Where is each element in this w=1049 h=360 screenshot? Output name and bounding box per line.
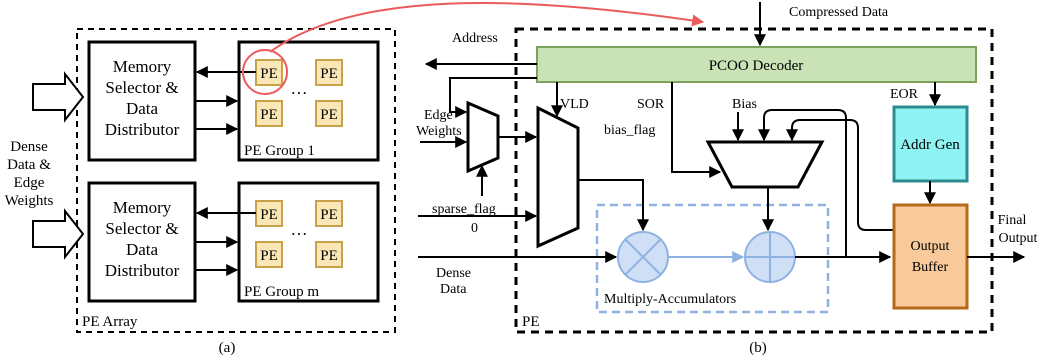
small-mux [466, 100, 500, 174]
pe-array-border [76, 28, 396, 333]
pe-group-1-label: PE Group 1 [244, 143, 315, 159]
pe-border [514, 27, 994, 334]
input-label-line-4: Weights [5, 193, 54, 209]
buffer-feedback-path [786, 119, 893, 231]
pe-cell-groupm-1-0 [255, 241, 283, 268]
pe-cell-label: PE [260, 107, 278, 123]
pe-group-m-label: PE Group m [244, 284, 319, 300]
edge-weights-line-1: Edge [424, 108, 453, 123]
pe-cell-label: PE [320, 107, 338, 123]
compressed-data-label: Compressed Data [789, 5, 889, 20]
pe-group-m-ellipsis: … [291, 220, 308, 239]
memory-selector-2-line-4: Distributor [105, 261, 180, 280]
sor-to-bias-mux-path [671, 82, 722, 178]
pe-cell-group1-1-0 [255, 100, 283, 127]
zero-label: 0 [471, 221, 478, 236]
decoder-to-mux-path [449, 77, 537, 118]
pe-cell-label: PE [320, 66, 338, 82]
pe-cell-label: PE [260, 248, 278, 264]
panel-b: PE Compressed Data PCOO Decoder Address … [416, 2, 1038, 356]
pe-cell-label: PE [320, 207, 338, 223]
output-buffer [892, 203, 969, 310]
memory-selector-1 [87, 40, 197, 162]
pe-cells: PE PE PE PE PE PE PE PE [255, 59, 343, 268]
memory-selector-2 [87, 181, 197, 303]
pe-cell-label: PE [320, 248, 338, 264]
input-block-arrow-bottom [32, 208, 85, 260]
input-label-line-3: Edge [14, 175, 45, 191]
input-label-line-1: Dense [10, 139, 48, 155]
sor-label: SOR [637, 97, 665, 112]
big-mux [536, 105, 580, 249]
memory-selector-1-line-3: Data [126, 99, 159, 118]
zoom-in-arrow [269, 1, 705, 53]
mac-group-label: Multiply-Accumulators [604, 292, 736, 307]
output-buffer-line-1: Output [911, 239, 950, 254]
pe-label: PE [522, 314, 540, 330]
pcoo-decoder-label: PCOO Decoder [709, 58, 804, 74]
final-output-line-2: Output [999, 231, 1038, 246]
highlighted-pe-circle [242, 49, 288, 95]
memory-selector-1-line-1: Memory [113, 57, 172, 76]
bias-mux [705, 140, 825, 189]
pe-cell-label: PE [260, 66, 278, 82]
pe-cell-label: PE [260, 207, 278, 223]
pe-array-label: PE Array [82, 314, 138, 330]
pe-cell-groupm-1-1 [315, 241, 343, 268]
caption-b: (b) [749, 340, 767, 356]
addr-gen-label: Addr Gen [900, 137, 960, 153]
multiplier-x-2 [624, 238, 662, 276]
pe-cell-group1-0-1 [315, 59, 343, 86]
pe-cell-group1-1-1 [315, 100, 343, 127]
bias-flag-label: bias_flag [604, 123, 655, 138]
memory-selector-2-line-3: Data [126, 240, 159, 259]
accumulate-feedback-path [758, 109, 847, 257]
bias-label: Bias [732, 97, 757, 112]
output-buffer-line-2: Buffer [912, 260, 949, 275]
mux-to-multiplier-path [578, 179, 649, 232]
memory-selector-1-line-2: Selector & [105, 78, 178, 97]
sparse-flag-label: sparse_flag [432, 202, 496, 217]
dense-data-line-2: Data [440, 282, 467, 297]
dense-data-line-1: Dense [436, 266, 471, 281]
eor-label: EOR [890, 87, 919, 102]
edge-weights-line-2: Weights [416, 124, 462, 139]
address-label: Address [452, 31, 498, 46]
final-output-line-1: Final [998, 213, 1027, 228]
panel-a: PE Array Dense Data & Edge Weights Memor… [5, 28, 396, 356]
pe-cell-groupm-0-1 [315, 200, 343, 227]
memory-selector-2-line-1: Memory [113, 198, 172, 217]
pe-group-1-ellipsis: … [291, 79, 308, 98]
caption-a: (a) [219, 340, 236, 356]
input-block-arrow-top [32, 71, 85, 123]
input-label-line-2: Data & [7, 157, 51, 173]
memory-selector-1-line-4: Distributor [105, 120, 180, 139]
vld-label: VLD [560, 97, 589, 112]
memory-selector-2-line-2: Selector & [105, 219, 178, 238]
input-label: Dense Data & Edge Weights [5, 139, 54, 209]
